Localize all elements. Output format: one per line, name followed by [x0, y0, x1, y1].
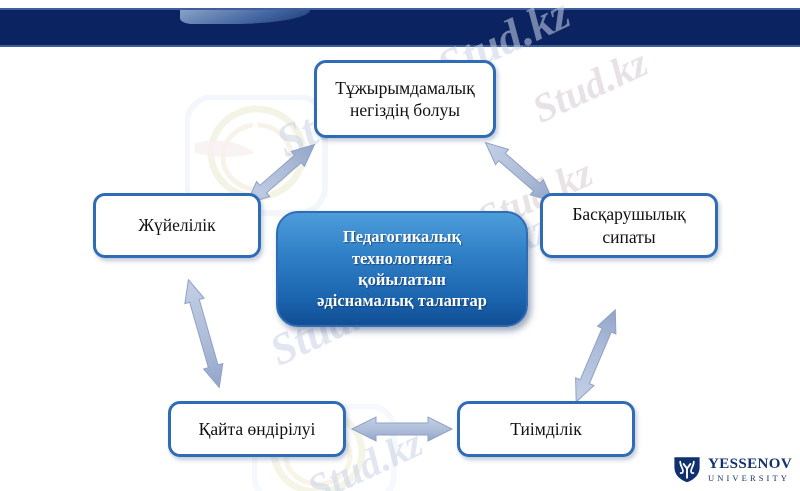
diagram-node-right-label: Басқарушылық сипаты	[572, 204, 686, 247]
diagram-center-hub-label: Педагогикалық технологияға қойылатын әді…	[317, 227, 487, 311]
arrow-bottom-left-to-left	[184, 278, 224, 389]
diagram-node-left-label: Жүйелілік	[138, 215, 216, 236]
diagram-center-hub[interactable]: Педагогикалық технологияға қойылатын әді…	[276, 211, 528, 327]
header-band	[0, 8, 800, 47]
arrow-right-to-bottom-right	[575, 308, 617, 404]
diagram-node-bottom-right[interactable]: Тиімділік	[457, 401, 635, 457]
diagram-node-left[interactable]: Жүйелілік	[93, 193, 261, 258]
diagram-node-right[interactable]: Басқарушылық сипаты	[540, 193, 718, 258]
diagram-node-bottom-right-label: Тиімділік	[510, 418, 582, 439]
arrow-bottom-right-to-bottom-left	[350, 416, 454, 442]
brand-name: YESSENOV	[708, 455, 793, 472]
diagram-node-bottom-left-label: Қайта өндірілуі	[198, 418, 316, 439]
brand-subtitle: UNIVERSITY	[708, 472, 790, 483]
diagram-node-bottom-left[interactable]: Қайта өндірілуі	[168, 401, 346, 457]
watermark-text: Stud.kz	[525, 39, 655, 132]
header-swoosh-icon	[180, 10, 310, 24]
diagram-node-top[interactable]: Тұжырымдамалық негіздің болуы	[314, 60, 496, 138]
brand-logo: YESSENOV UNIVERSITY	[673, 456, 792, 483]
diagram-node-top-label: Тұжырымдамалық негіздің болуы	[335, 77, 475, 120]
yessenov-shield-icon	[674, 457, 700, 483]
